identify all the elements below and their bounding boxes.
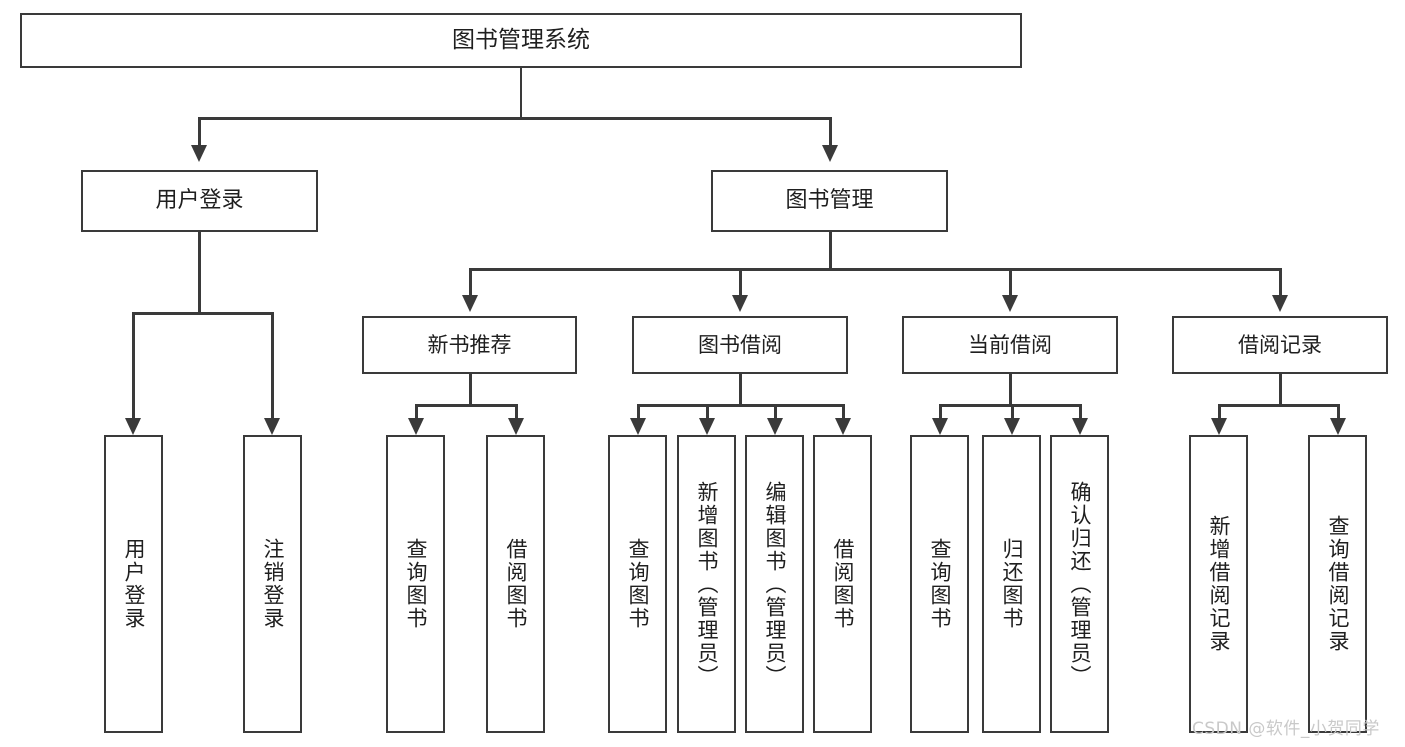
- leaf-label: 查询图书: [928, 538, 952, 630]
- leaf-label: 查询借阅记录: [1326, 515, 1350, 653]
- leaf-node-query-borrow-record[interactable]: 查询借阅记录: [1308, 435, 1367, 733]
- connector-drop-query-book-1: [415, 404, 418, 418]
- connector-root-stem: [519, 68, 522, 117]
- connector-borrowrecord-stem: [1279, 374, 1282, 404]
- connector-drop-query-book-2: [637, 404, 640, 418]
- arrow-borrow-book-2: [835, 418, 851, 435]
- connector-drop-add-book: [706, 404, 709, 418]
- connector-currentborrow-stem: [1009, 374, 1012, 404]
- arrow-return-book: [1004, 418, 1020, 435]
- connector-bookmgmt-bus: [469, 268, 1280, 271]
- csdn-watermark: CSDN @软件_小贺同学: [1192, 719, 1380, 739]
- connector-drop-user-login: [198, 117, 201, 145]
- arrow-borrow-book-1: [508, 418, 524, 435]
- arrow-leaf-logout: [264, 418, 280, 435]
- connector-drop-confirm-return: [1079, 404, 1082, 418]
- node-label: 图书管理系统: [452, 27, 590, 54]
- leaf-node-confirm-return-admin[interactable]: 确认归还（管理员）: [1050, 435, 1109, 733]
- arrow-query-record: [1330, 418, 1346, 435]
- connector-userlogin-stem: [198, 232, 201, 312]
- connector-newbook-bus: [415, 404, 516, 407]
- node-user-login[interactable]: 用户登录: [81, 170, 318, 232]
- leaf-label: 用户登录: [122, 538, 146, 630]
- leaf-node-query-book-borrow[interactable]: 查询图书: [608, 435, 667, 733]
- node-label: 用户登录: [155, 188, 244, 214]
- arrow-user-login: [191, 145, 207, 162]
- connector-drop-leaf-user-login: [132, 312, 135, 418]
- leaf-label: 编辑图书（管理员）: [763, 480, 787, 688]
- connector-bookborrow-bus: [637, 404, 843, 407]
- connector-drop-edit-book: [774, 404, 777, 418]
- node-borrow-record[interactable]: 借阅记录: [1172, 316, 1388, 374]
- connector-drop-return-book: [1011, 404, 1014, 418]
- connector-drop-borrow-book-1: [515, 404, 518, 418]
- connector-userlogin-bus: [132, 312, 271, 315]
- leaf-node-edit-book-admin[interactable]: 编辑图书（管理员）: [745, 435, 804, 733]
- arrow-book-borrow: [732, 295, 748, 312]
- node-label: 当前借阅: [968, 332, 1052, 357]
- leaf-label: 确认归还（管理员）: [1068, 480, 1092, 688]
- node-root[interactable]: 图书管理系统: [20, 13, 1022, 68]
- arrow-leaf-user-login: [125, 418, 141, 435]
- connector-root-bus: [198, 117, 831, 120]
- connector-drop-book-borrow: [739, 268, 742, 295]
- connector-drop-query-book-3: [939, 404, 942, 418]
- leaf-node-add-borrow-record[interactable]: 新增借阅记录: [1189, 435, 1248, 733]
- leaf-node-return-book[interactable]: 归还图书: [982, 435, 1041, 733]
- connector-drop-add-record: [1218, 404, 1221, 418]
- node-book-management[interactable]: 图书管理: [711, 170, 948, 232]
- leaf-label: 查询图书: [404, 538, 428, 630]
- leaf-label: 查询图书: [626, 538, 650, 630]
- arrow-edit-book: [767, 418, 783, 435]
- leaf-node-logout[interactable]: 注销登录: [243, 435, 302, 733]
- connector-drop-new-book-rec: [469, 268, 472, 295]
- connector-bookmgmt-stem: [829, 232, 832, 268]
- leaf-node-query-book-current[interactable]: 查询图书: [910, 435, 969, 733]
- leaf-label: 归还图书: [1000, 538, 1024, 630]
- node-label: 图书管理: [785, 188, 874, 214]
- arrow-query-book-2: [630, 418, 646, 435]
- node-current-borrow[interactable]: 当前借阅: [902, 316, 1118, 374]
- leaf-node-add-book-admin[interactable]: 新增图书（管理员）: [677, 435, 736, 733]
- arrow-add-book: [699, 418, 715, 435]
- leaf-label: 借阅图书: [504, 538, 528, 630]
- connector-bookborrow-stem: [739, 374, 742, 404]
- leaf-node-user-login[interactable]: 用户登录: [104, 435, 163, 733]
- connector-drop-current-borrow: [1009, 268, 1012, 295]
- arrow-current-borrow: [1002, 295, 1018, 312]
- connector-borrowrecord-bus: [1218, 404, 1338, 407]
- leaf-node-borrow-book-recommend[interactable]: 借阅图书: [486, 435, 545, 733]
- leaf-label: 新增图书（管理员）: [695, 480, 719, 688]
- arrow-confirm-return: [1072, 418, 1088, 435]
- arrow-query-book-1: [408, 418, 424, 435]
- leaf-label: 借阅图书: [831, 538, 855, 630]
- node-new-book-recommend[interactable]: 新书推荐: [362, 316, 577, 374]
- node-label: 图书借阅: [698, 332, 782, 357]
- leaf-node-query-book-recommend[interactable]: 查询图书: [386, 435, 445, 733]
- node-label: 借阅记录: [1238, 332, 1322, 357]
- node-book-borrow[interactable]: 图书借阅: [632, 316, 848, 374]
- leaf-label: 新增借阅记录: [1207, 515, 1231, 653]
- connector-newbook-stem: [469, 374, 472, 404]
- leaf-node-borrow-book[interactable]: 借阅图书: [813, 435, 872, 733]
- arrow-borrow-record: [1272, 295, 1288, 312]
- arrow-book-mgmt: [822, 145, 838, 162]
- connector-drop-leaf-logout: [271, 312, 274, 418]
- node-label: 新书推荐: [427, 332, 512, 357]
- arrow-query-book-3: [932, 418, 948, 435]
- arrow-new-book-rec: [462, 295, 478, 312]
- leaf-label: 注销登录: [261, 538, 285, 630]
- connector-drop-borrow-record: [1279, 268, 1282, 295]
- connector-currentborrow-bus: [939, 404, 1081, 407]
- connector-drop-book-mgmt: [829, 117, 832, 145]
- connector-drop-query-record: [1337, 404, 1340, 418]
- connector-drop-borrow-book-2: [842, 404, 845, 418]
- arrow-add-record: [1211, 418, 1227, 435]
